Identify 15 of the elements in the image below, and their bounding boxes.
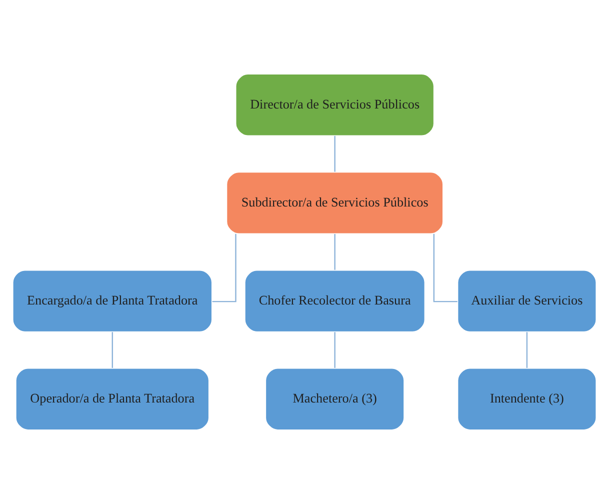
- connector: [526, 332, 528, 368]
- connector: [112, 332, 113, 368]
- connector: [212, 234, 236, 302]
- connector: [433, 234, 458, 302]
- node-box: Operador/a de Planta Tratadora: [15, 368, 210, 430]
- connector: [334, 136, 336, 172]
- node-box: Subdirector/a de Servicios Públicos: [226, 172, 444, 234]
- connector: [334, 332, 336, 368]
- node-box: Intendente (3): [457, 368, 597, 430]
- node-box: Machetero/a (3): [265, 368, 405, 430]
- node-box: Chofer Recolector de Basura: [244, 270, 426, 332]
- node-box: Director/a de Servicios Públicos: [235, 74, 434, 136]
- connector: [334, 234, 336, 270]
- node-box: Encargado/a de Planta Tratadora: [12, 270, 212, 332]
- node-box: Auxiliar de Servicios: [457, 270, 597, 332]
